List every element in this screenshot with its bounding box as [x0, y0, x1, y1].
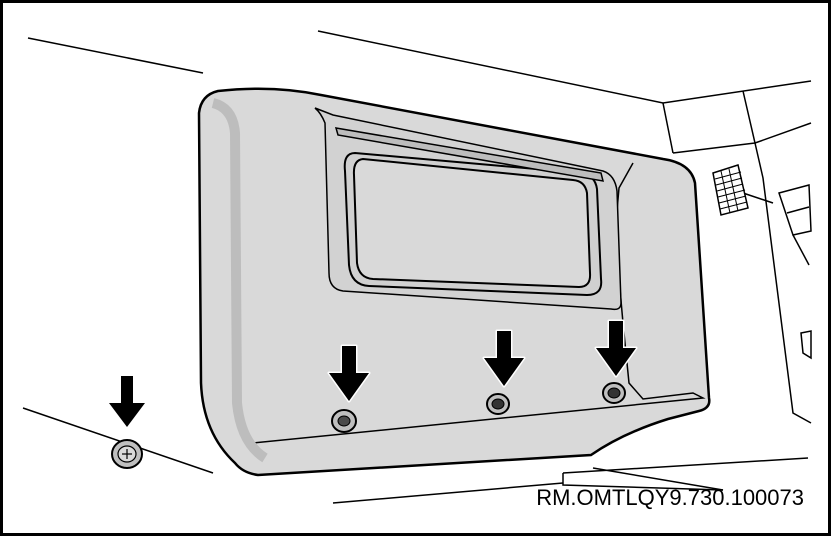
arrow-down-icon: [327, 344, 371, 403]
clip-icon: [602, 382, 626, 404]
side-console: [778, 184, 812, 360]
panel-drawing: [22, 30, 812, 504]
top-rail: [334, 127, 605, 182]
interior-background-lines: [22, 30, 812, 504]
arrow-down-icon: [482, 329, 526, 388]
arrow-down-icon: [594, 319, 638, 378]
clip-icon: [111, 439, 143, 469]
reference-code: RM.OMTLQY9.730.100073: [536, 485, 804, 510]
clip-icon: [331, 409, 357, 433]
panel-left-edge: [211, 98, 268, 463]
window-glass: [352, 157, 592, 289]
clip-icon: [486, 393, 510, 415]
vent-grille: [712, 164, 749, 216]
arrow-down-icon: [107, 374, 147, 429]
